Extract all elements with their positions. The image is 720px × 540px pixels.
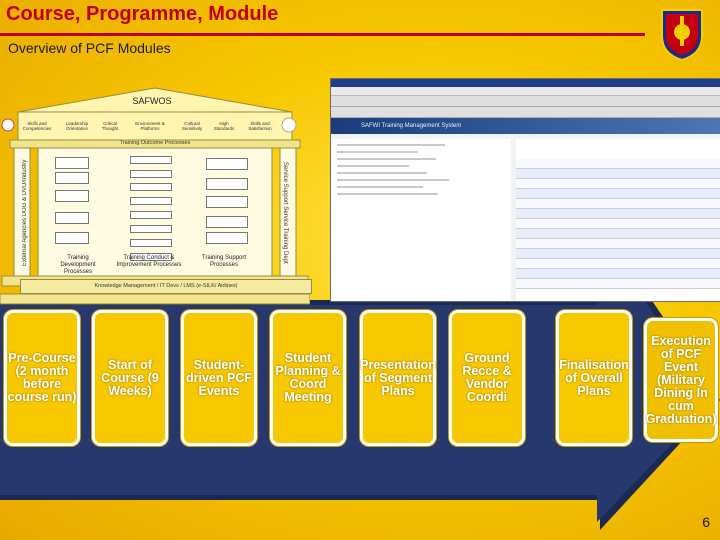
page-number: 6 [702,514,710,530]
knowledge-management-bar: Knowledge Management / IT Devs / LMS (e-… [20,279,312,294]
table-row [516,269,720,279]
right-side-label: Service Support Service Training Dept [282,162,288,264]
browser-tree-pane [331,139,511,301]
step-execution: Execution of PCF Event (Military Dining … [644,318,718,442]
table-row [516,259,720,269]
process-box [130,156,172,164]
top-item: Skills and Satisfaction [248,121,272,131]
top-item: Skills and Competencies [22,121,52,131]
process-box [55,190,89,202]
process-box [130,197,172,205]
process-box [206,196,248,208]
process-box [130,253,172,261]
process-box [206,178,248,190]
browser-toolbar [331,96,720,107]
process-group-label: Training Development Processes [60,255,96,275]
top-item: Leadership Orientation [65,121,89,131]
table-row [516,279,720,289]
slide-subtitle: Overview of PCF Modules [8,40,171,56]
step-student-driven-events: Student-driven PCF Events [181,310,257,446]
process-box [206,216,248,228]
table-row [516,169,720,179]
step-pre-course: Pre-Course (2 month before course run) [4,310,80,446]
table-row [516,159,720,169]
table-row [516,199,720,209]
process-header: Training Outcome Processes [119,140,191,146]
top-item: Cultural Sensitivity [181,121,203,131]
process-box [206,158,248,170]
browser-menu-bar [331,87,720,96]
top-item: Critical Thought [101,121,119,131]
process-group-label: Training Support Processes [201,255,247,268]
process-box [206,232,248,244]
process-box [55,232,89,244]
table-row [516,239,720,249]
roof-label: SAFWOS [132,96,172,106]
browser-title-bar [331,79,720,87]
table-row [516,229,720,239]
process-box [130,211,172,219]
step-finalisation: Finalisation of Overall Plans [556,310,632,446]
step-ground-recce: Ground Recce & Vendor Coordi [449,310,525,446]
app-banner: SAFWI Training Management System [331,118,720,134]
title-rule [0,33,645,36]
process-group-label: Training Conduct & Improvement Processes [116,255,182,268]
process-box [130,225,172,233]
step-start-of-course: Start of Course (9 Weeks) [92,310,168,446]
slide-title: Course, Programme, Module [6,3,279,25]
process-box [55,212,89,224]
process-box [130,170,172,178]
table-row [516,249,720,259]
top-item: Environment & Platforms [135,121,165,131]
process-box [55,157,89,169]
step-segment-plans: Presentation of Segment Plans [360,310,436,446]
table-row [516,209,720,219]
browser-list-pane [516,139,720,301]
table-row [516,219,720,229]
browser-screenshot: SAFWI Training Management System [330,78,720,302]
process-box [130,183,172,191]
browser-address-bar [331,107,720,118]
process-box [130,239,172,247]
table-row [516,179,720,189]
left-side-label: External Agencies DOG & DVU/Industry [22,159,28,267]
top-item: High Standards [213,121,235,131]
crest-icon [661,9,703,62]
step-planning-meeting: Student Planning & Coord Meeting [270,310,346,446]
process-box [55,172,89,184]
pillar-diagram [0,87,310,305]
table-row [516,189,720,199]
